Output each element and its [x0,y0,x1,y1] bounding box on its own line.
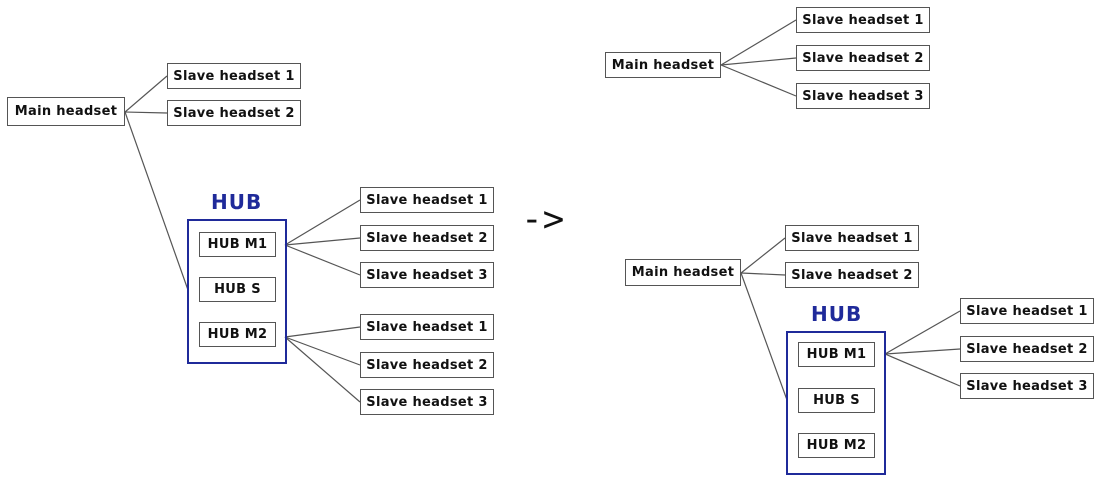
transition-arrow: -> [521,199,565,240]
slave-headset-box: Slave headset 3 [360,262,494,288]
main-headset-box: Main headset [625,259,741,286]
connector [124,75,168,113]
slave-headset-box: Slave headset 1 [960,298,1094,324]
slave-headset-box: Slave headset 3 [796,83,930,109]
slave-headset-box: Slave headset 2 [360,352,494,378]
hub-s-box: HUB S [199,277,276,302]
connector [740,237,786,274]
main-headset-box: Main headset [605,52,721,78]
slave-headset-box: Slave headset 3 [960,373,1094,399]
slave-headset-box: Slave headset 2 [796,45,930,71]
hub-m1-box: HUB M1 [199,232,276,257]
slave-headset-box: Slave headset 2 [360,225,494,251]
connector [284,336,361,366]
connector [284,244,361,276]
slave-headset-box: Slave headset 1 [796,7,930,33]
hub-m2-box: HUB M2 [199,322,276,347]
connector [884,310,961,355]
slave-headset-box: Slave headset 1 [785,225,919,251]
main-headset-box: Main headset [7,97,125,126]
connector [284,326,361,338]
hub-m2-box: HUB M2 [798,433,875,458]
slave-headset-box: Slave headset 2 [785,262,919,288]
hub-s-box: HUB S [798,388,875,413]
connector [284,336,361,403]
connector [284,237,361,246]
connector [884,348,961,355]
slave-headset-box: Slave headset 1 [360,314,494,340]
hub-title: HUB [811,302,863,326]
connector [124,111,189,291]
hub-m1-box: HUB M1 [798,342,875,367]
connector [740,272,788,401]
hub-frame [786,331,886,475]
connector [884,353,961,387]
slave-headset-box: Slave headset 3 [360,389,494,415]
slave-headset-box: Slave headset 2 [167,100,301,126]
slave-headset-box: Slave headset 1 [167,63,301,89]
connector [284,199,361,246]
connector [740,272,786,276]
connector [720,64,797,97]
connector [720,57,797,66]
hub-title: HUB [211,190,263,214]
connector [720,19,797,66]
slave-headset-box: Slave headset 2 [960,336,1094,362]
connector [124,111,168,114]
slave-headset-box: Slave headset 1 [360,187,494,213]
hub-frame [187,219,287,364]
